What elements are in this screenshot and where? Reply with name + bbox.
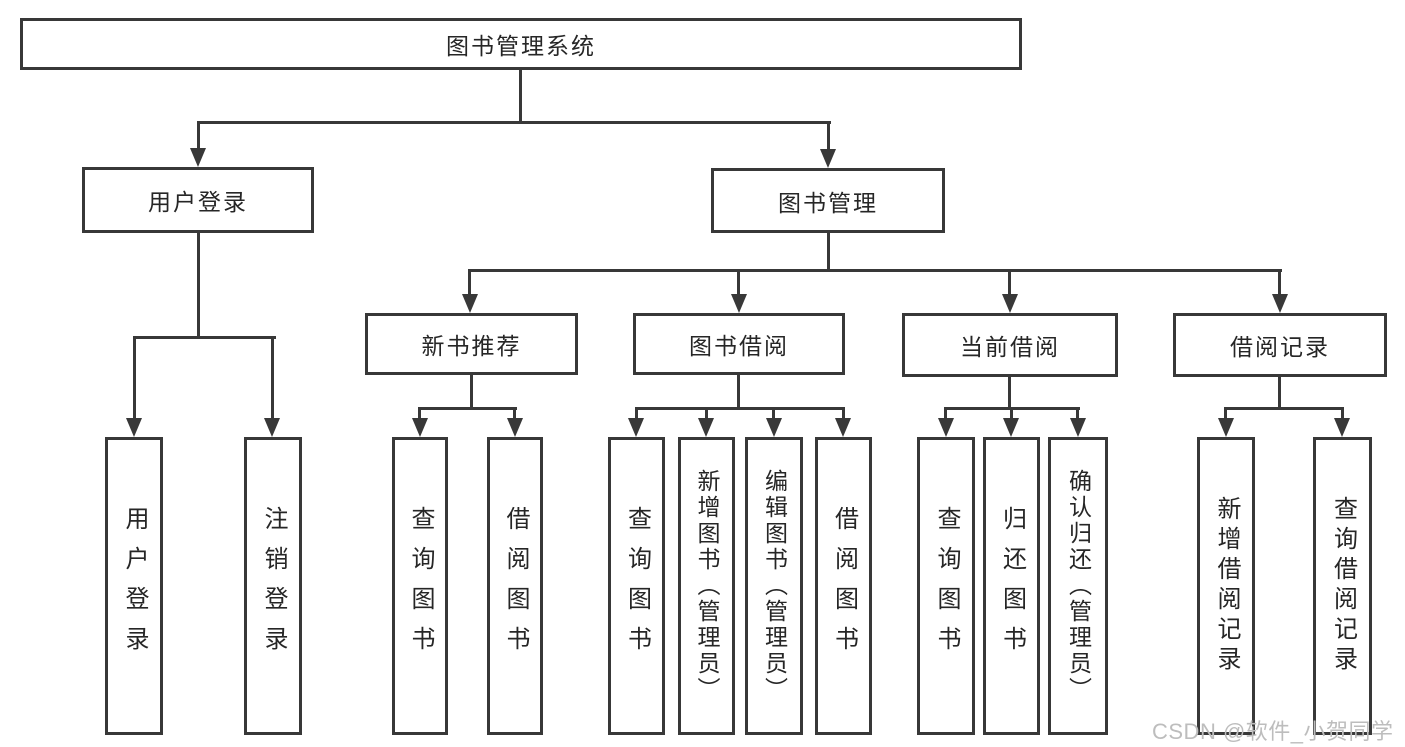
connector-line bbox=[513, 407, 516, 420]
watermark: CSDN @软件_小贺同学 bbox=[1152, 719, 1394, 744]
arrowhead-down-icon bbox=[731, 294, 747, 313]
arrowhead-down-icon bbox=[126, 418, 142, 437]
connector-line bbox=[705, 407, 708, 420]
connector-line bbox=[635, 407, 845, 410]
connector-line bbox=[1010, 407, 1013, 420]
leaf-confirm-return-admin: 确认归还（管理员） bbox=[1048, 437, 1108, 735]
connector-line bbox=[470, 375, 473, 410]
connector-line bbox=[519, 68, 522, 124]
leaf-query-books-2: 查询图书 bbox=[608, 437, 665, 735]
connector-line bbox=[1341, 407, 1344, 420]
connector-line bbox=[1278, 269, 1281, 296]
arrowhead-down-icon bbox=[264, 418, 280, 437]
node-label: 当前借阅 bbox=[960, 334, 1060, 360]
leaf-label: 查询借阅记录 bbox=[1329, 496, 1357, 676]
leaf-return-books: 归还图书 bbox=[983, 437, 1040, 735]
arrowhead-down-icon bbox=[938, 418, 954, 437]
leaf-label: 借阅图书 bbox=[502, 506, 529, 666]
node-current-borrowing: 当前借阅 bbox=[902, 313, 1118, 377]
connector-line bbox=[468, 269, 471, 296]
leaf-label: 查询图书 bbox=[933, 506, 960, 666]
connector-line bbox=[1008, 377, 1011, 410]
connector-line bbox=[1278, 377, 1281, 410]
leaf-edit-books-admin: 编辑图书（管理员） bbox=[745, 437, 803, 735]
connector-line bbox=[271, 336, 274, 420]
arrowhead-down-icon bbox=[462, 294, 478, 313]
connector-line bbox=[827, 121, 830, 151]
arrowhead-down-icon bbox=[1334, 418, 1350, 437]
leaf-add-borrow-record: 新增借阅记录 bbox=[1197, 437, 1255, 735]
arrowhead-down-icon bbox=[628, 418, 644, 437]
arrowhead-down-icon bbox=[835, 418, 851, 437]
connector-line bbox=[418, 407, 421, 420]
node-library-management-system: 图书管理系统 bbox=[20, 18, 1022, 70]
arrowhead-down-icon bbox=[698, 418, 714, 437]
leaf-add-books-admin: 新增图书（管理员） bbox=[678, 437, 735, 735]
leaf-query-borrow-record: 查询借阅记录 bbox=[1313, 437, 1372, 735]
connector-line bbox=[827, 233, 830, 272]
leaf-label: 用户登录 bbox=[121, 506, 148, 666]
connector-line bbox=[197, 233, 200, 338]
node-label: 图书借阅 bbox=[689, 333, 789, 359]
leaf-label: 编辑图书（管理员） bbox=[761, 469, 788, 703]
leaf-label: 查询图书 bbox=[407, 506, 434, 666]
arrowhead-down-icon bbox=[190, 148, 206, 167]
node-book-borrowing: 图书借阅 bbox=[633, 313, 845, 375]
node-new-book-recommendation: 新书推荐 bbox=[365, 313, 578, 375]
connector-line bbox=[197, 121, 200, 150]
leaf-label: 查询图书 bbox=[623, 506, 651, 666]
leaf-borrow-books-1: 借阅图书 bbox=[487, 437, 543, 735]
arrowhead-down-icon bbox=[412, 418, 428, 437]
leaf-query-books-3: 查询图书 bbox=[917, 437, 975, 735]
arrowhead-down-icon bbox=[1002, 294, 1018, 313]
connector-line bbox=[469, 269, 1282, 272]
arrowhead-down-icon bbox=[1070, 418, 1086, 437]
connector-line bbox=[737, 375, 740, 410]
connector-line bbox=[772, 407, 775, 420]
arrowhead-down-icon bbox=[820, 149, 836, 168]
leaf-label: 新增图书（管理员） bbox=[694, 469, 720, 703]
node-label: 图书管理 bbox=[778, 189, 878, 216]
connector-line bbox=[1224, 407, 1227, 420]
connector-line bbox=[842, 407, 845, 420]
leaf-query-books-1: 查询图书 bbox=[392, 437, 448, 735]
leaf-logout: 注销登录 bbox=[244, 437, 302, 735]
node-book-management: 图书管理 bbox=[711, 168, 945, 233]
leaf-user-login: 用户登录 bbox=[105, 437, 163, 735]
node-label: 借阅记录 bbox=[1230, 334, 1330, 360]
node-borrowing-records: 借阅记录 bbox=[1173, 313, 1387, 377]
leaf-label: 注销登录 bbox=[260, 506, 287, 666]
connector-line bbox=[418, 407, 517, 410]
node-label: 图书管理系统 bbox=[446, 33, 596, 59]
node-label: 新书推荐 bbox=[421, 333, 522, 359]
connector-line bbox=[133, 336, 276, 339]
arrowhead-down-icon bbox=[1003, 418, 1019, 437]
arrowhead-down-icon bbox=[1272, 294, 1288, 313]
connector-line bbox=[197, 121, 831, 124]
connector-line bbox=[635, 407, 638, 420]
arrowhead-down-icon bbox=[766, 418, 782, 437]
connector-line bbox=[1076, 407, 1079, 420]
leaf-label: 借阅图书 bbox=[830, 506, 858, 666]
connector-line bbox=[737, 269, 740, 296]
leaf-borrow-books-2: 借阅图书 bbox=[815, 437, 872, 735]
connector-line bbox=[944, 407, 947, 420]
connector-line bbox=[1224, 407, 1344, 410]
arrowhead-down-icon bbox=[1218, 418, 1234, 437]
node-user-login: 用户登录 bbox=[82, 167, 314, 233]
leaf-label: 归还图书 bbox=[998, 506, 1026, 666]
leaf-label: 确认归还（管理员） bbox=[1065, 469, 1092, 703]
connector-line bbox=[133, 336, 136, 420]
arrowhead-down-icon bbox=[507, 418, 523, 437]
connector-line bbox=[1008, 269, 1011, 296]
node-label: 用户登录 bbox=[148, 189, 248, 215]
leaf-label: 新增借阅记录 bbox=[1213, 496, 1240, 676]
